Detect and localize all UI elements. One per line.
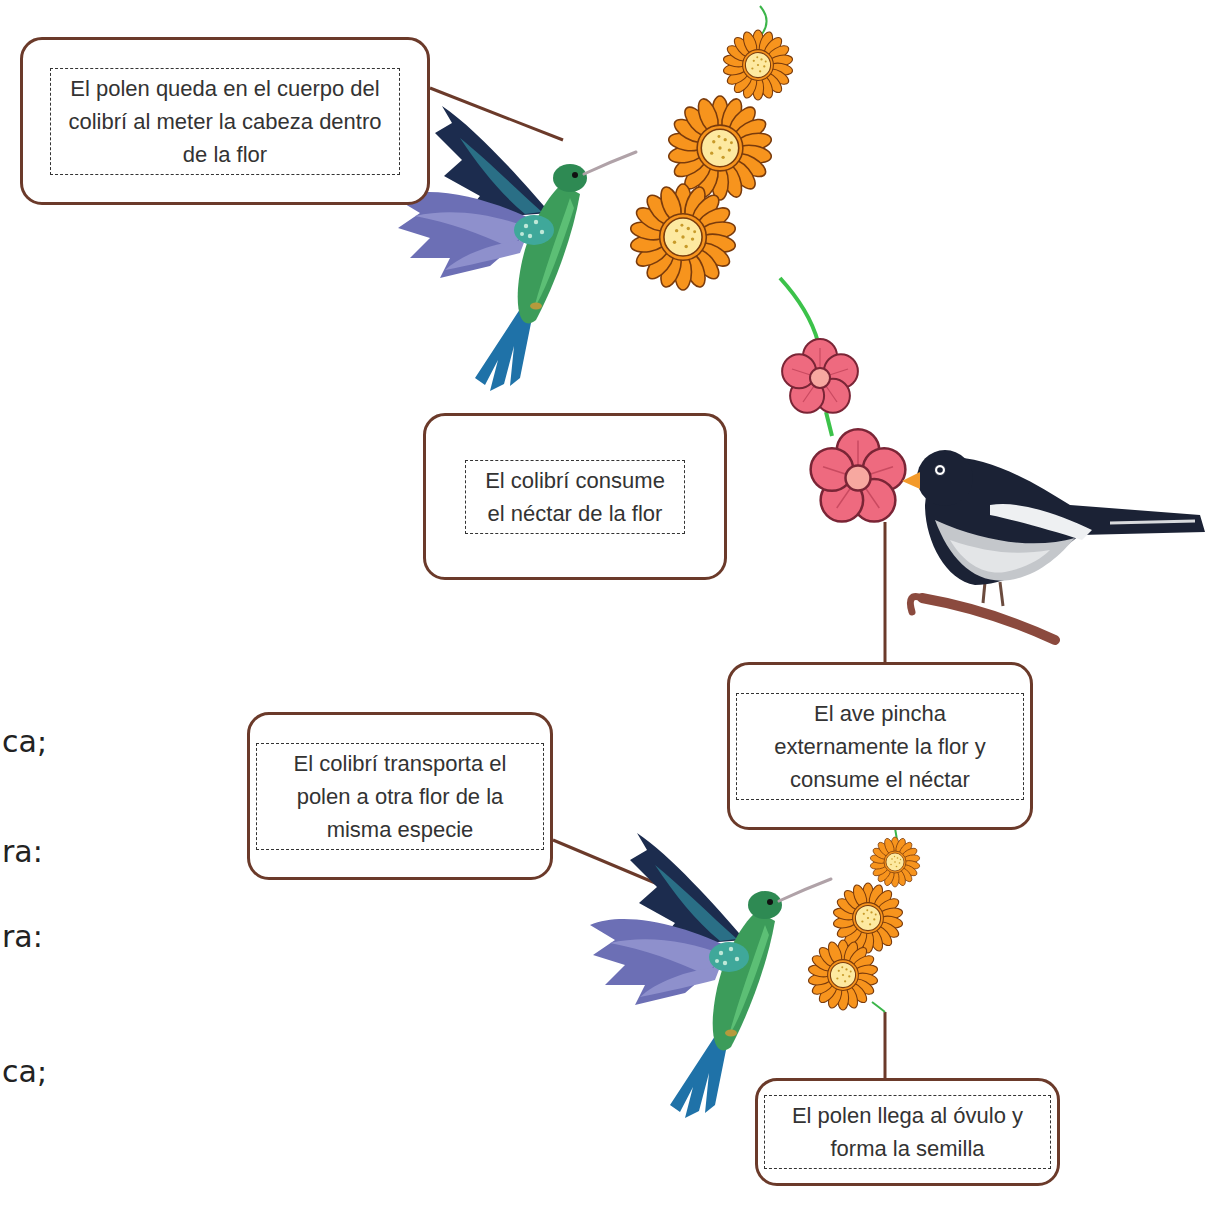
cut-off-text: ca; <box>2 724 47 760</box>
flower-stem <box>760 6 767 34</box>
cut-off-text: ra: <box>2 919 43 955</box>
pink-flower <box>811 429 906 521</box>
flower-stem <box>780 278 818 342</box>
orange-flower <box>629 184 736 290</box>
callout-text: El polen queda en el cuerpo del colibrí … <box>50 68 400 175</box>
callout-box: El polen queda en el cuerpo del colibrí … <box>20 37 430 205</box>
callout-box: El ave pincha externamente la flor y con… <box>727 662 1033 830</box>
callout-box: El colibrí consume el néctar de la flor <box>423 413 727 580</box>
hummingbird <box>395 106 636 391</box>
callout-text: El polen llega al óvulo y forma la semil… <box>764 1095 1051 1169</box>
perched-bird <box>902 450 1205 640</box>
flower-stem <box>872 1002 885 1012</box>
orange-flower <box>723 30 794 100</box>
callout-text: El colibrí consume el néctar de la flor <box>465 460 685 534</box>
callout-box: El polen llega al óvulo y forma la semil… <box>755 1078 1060 1186</box>
flower-stem <box>826 412 832 436</box>
callout-text: El ave pincha externamente la flor y con… <box>736 693 1024 800</box>
cut-off-text: ra: <box>2 834 43 870</box>
orange-flower <box>808 940 879 1010</box>
pink-flower <box>782 339 858 413</box>
orange-flower <box>870 837 921 887</box>
callout-box: El colibrí transporta el polen a otra fl… <box>247 712 553 880</box>
hummingbird <box>590 833 831 1118</box>
cut-off-text: ca; <box>2 1054 47 1090</box>
callout-text: El colibrí transporta el polen a otra fl… <box>256 743 544 850</box>
